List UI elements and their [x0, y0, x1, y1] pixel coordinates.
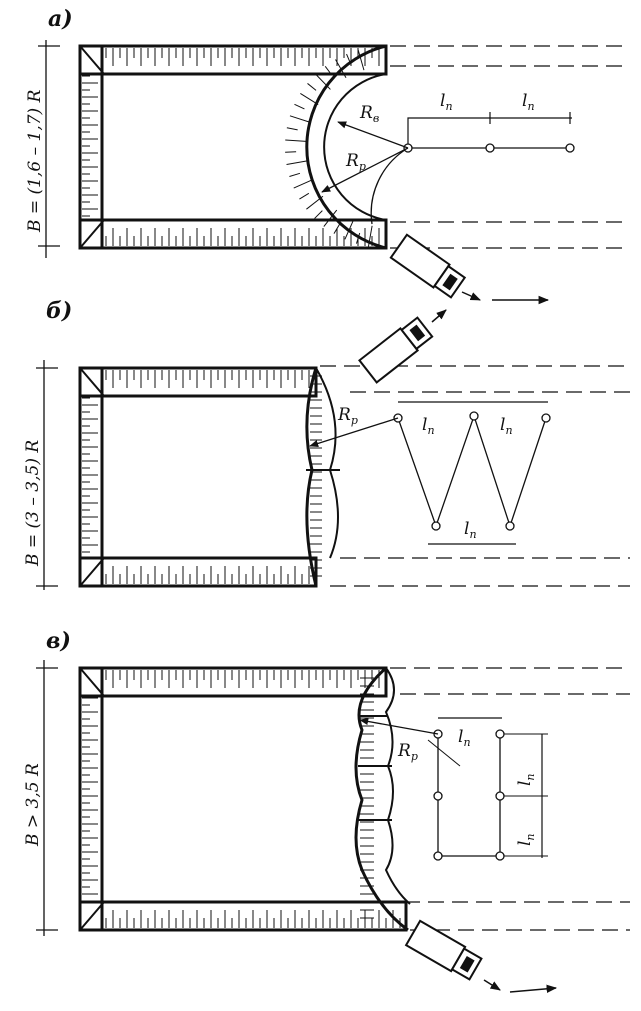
panel-a-rv-arrow [337, 121, 409, 149]
panel-a-width-dimension: B = (1,6 – 1,7) R [25, 40, 60, 258]
panel-c-ln2-label: lп [515, 773, 537, 786]
panel-c-stand-point [495, 729, 505, 739]
panel-c-letter: в) [46, 628, 71, 654]
panel-c-rp-label: Rр [397, 741, 418, 763]
panel-a-stand-point [485, 143, 495, 153]
hatch-stroke [286, 127, 298, 131]
panel-c-truck-arrow [483, 979, 501, 991]
panel-b-stand-point [469, 411, 479, 421]
panel-a-rp-arrow [321, 147, 409, 193]
panel-c-rp-arrow [359, 717, 439, 735]
panel-c-stand-point [433, 791, 443, 801]
hatch-stroke [333, 223, 341, 234]
panel-c-face-inner [384, 667, 411, 905]
panel-c-ln1-label: lп [458, 727, 471, 749]
panel-a-rv-label: Rв [359, 103, 379, 125]
panel-a-road-edges [390, 45, 630, 249]
panel-a-ln2-label: lп [522, 91, 535, 113]
panel-a-truck [389, 233, 467, 299]
hatch-stroke [286, 160, 308, 166]
panel-c-stand-point [495, 851, 505, 861]
panel-c-top-bank [78, 666, 388, 698]
panel-a-truck-arrow [461, 291, 481, 301]
hatch-stroke [285, 151, 297, 153]
panel-b-top-bank [78, 366, 318, 398]
panel-c-stand-point [433, 851, 443, 861]
panel-a-rp-label: Rр [345, 151, 366, 173]
panel-c-width-dimension: B > 3,5 R [23, 660, 58, 936]
panel-b-face-outer [305, 367, 318, 587]
panel-b-letter: б) [46, 298, 72, 324]
panel-a-face-outer [305, 44, 387, 250]
panel-b-ln3-label: lп [464, 519, 477, 541]
panel-b-truck [358, 316, 434, 384]
panel-c-bottom-bank [78, 900, 408, 932]
hatch-stroke [367, 225, 373, 247]
panel-b-road-edges [320, 365, 630, 587]
hatch-stroke [300, 93, 319, 106]
panel-c: в) B > 3,5 R [23, 628, 630, 994]
panel-c-truck [404, 919, 483, 981]
panel-a-letter: а) [48, 6, 73, 32]
hatch-stroke [307, 83, 317, 91]
panel-b-width-dimension: B = (3 – 3,5) R [23, 360, 58, 590]
panel-b-rp-label: Rр [337, 405, 358, 427]
panel-c-face-outer [354, 666, 409, 932]
panel-b-truck-arrow [431, 309, 447, 323]
hatch-stroke [293, 179, 314, 189]
hatch-stroke [344, 219, 354, 240]
panel-b: б) B = (3 – 3,5) R Rр lп [23, 298, 630, 590]
hatch-stroke [346, 53, 352, 65]
hatch-stroke [323, 209, 338, 227]
panel-a-face-inner [323, 73, 387, 221]
panel-b-ln2-label: lп [500, 415, 513, 437]
panel-c-truck-arrow [509, 984, 558, 994]
panel-b-stand-point [541, 413, 551, 423]
panel-b-bottom-bank [78, 556, 318, 588]
panel-a-width-label: B = (1,6 – 1,7) R [25, 89, 45, 233]
panel-a: а) B = (1,6 – 1,7) R [25, 6, 630, 305]
panel-b-face-inner [315, 367, 339, 559]
panel-a-bottom-bank [78, 218, 388, 250]
hatch-stroke [335, 59, 347, 78]
panel-b-stand-point [431, 521, 441, 531]
hatch-stroke [314, 210, 323, 219]
hatch-stroke [285, 139, 307, 142]
panel-b-stand-path [397, 413, 547, 529]
panel-b-width-label: B = (3 – 3,5) R [23, 440, 43, 567]
panel-a-stand-point [565, 143, 575, 153]
panel-c-ln3-label: lп [515, 833, 537, 846]
panel-c-left-bank [78, 666, 104, 932]
hatch-stroke [289, 115, 311, 123]
hatch-stroke [299, 192, 310, 200]
panel-a-stand-path [370, 147, 572, 225]
hatch-stroke [306, 195, 324, 210]
slope-hatching [82, 48, 401, 928]
panel-c-stand-point [495, 791, 505, 801]
panel-b-ln1-label: lп [422, 415, 435, 437]
panel-a-dimension-line [407, 117, 572, 148]
panel-c-width-label: B > 3,5 R [23, 763, 43, 847]
panel-c-stand-path [437, 734, 501, 857]
hatch-stroke [294, 103, 305, 110]
hatch-stroke [324, 66, 333, 76]
hatch-stroke [289, 172, 301, 178]
panel-b-stand-point [505, 521, 515, 531]
panel-a-top-bank [78, 44, 388, 76]
hatch-stroke [355, 232, 361, 244]
hatch-stroke [357, 49, 365, 71]
panel-c-road-edges [390, 667, 630, 931]
panel-b-left-bank [78, 366, 104, 588]
panel-a-ln1-label: lп [440, 91, 453, 113]
panel-c-rp-leader [427, 739, 461, 767]
panel-b-rp-arrow [309, 417, 399, 447]
hatch-stroke [315, 73, 331, 90]
